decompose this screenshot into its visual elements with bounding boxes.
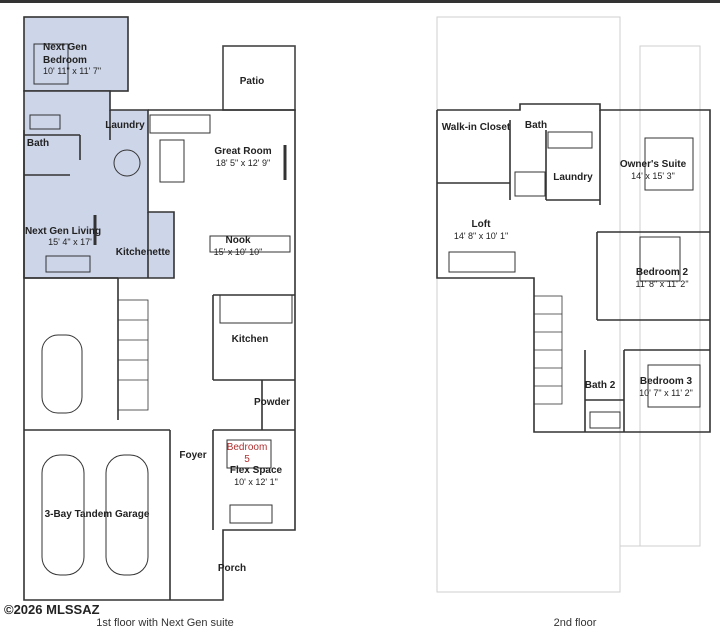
floor-2-outline xyxy=(436,16,701,593)
top-border xyxy=(0,0,720,3)
floor-1-labels: Next Gen Bedroom 10' 11" x 11' 7" Patio … xyxy=(4,42,290,629)
kitchen-label: Kitchen xyxy=(232,334,269,345)
great-room-dims: 18' 5" x 12' 9" xyxy=(216,158,270,168)
main-outline xyxy=(23,109,296,601)
floor-2-caption: 2nd floor xyxy=(554,617,597,629)
floor-2 xyxy=(436,103,711,433)
next-gen-bedroom-dims: 10' 11" x 11' 7" xyxy=(43,66,101,76)
next-gen-living-label: Next Gen Living xyxy=(25,226,101,237)
bedroom2-dims: 11' 8" x 11' 2" xyxy=(635,279,688,289)
patio-label: Patio xyxy=(240,76,264,87)
owners-suite-dims: 14' x 15' 3" xyxy=(631,171,675,181)
garage-label: 3-Bay Tandem Garage xyxy=(45,509,150,520)
bedroom5-label-2: 5 xyxy=(244,454,250,465)
next-gen-bedroom-label-1: Next Gen xyxy=(43,42,87,53)
next-gen-bedroom-area xyxy=(23,16,129,92)
laundry-label-f2: Laundry xyxy=(553,172,593,183)
bath-label-f1: Bath xyxy=(27,138,49,149)
floor-1-caption: 1st floor with Next Gen suite xyxy=(96,617,234,629)
bedroom5-label-1: Bedroom xyxy=(227,442,268,453)
loft-dims: 14' 8" x 10' 1" xyxy=(454,231,508,241)
watermark: ©2026 MLSSAZ xyxy=(4,602,100,617)
bath2-label: Bath 2 xyxy=(585,380,616,391)
porch-label: Porch xyxy=(218,563,246,574)
next-gen-bedroom-label-2: Bedroom xyxy=(43,55,87,66)
laundry-label-f1: Laundry xyxy=(105,120,145,131)
flex-space-dims: 10' x 12' 1" xyxy=(234,477,278,487)
kitchenette-label: Kitchenette xyxy=(116,247,171,258)
powder-label: Powder xyxy=(254,397,290,408)
great-room-label: Great Room xyxy=(214,146,271,157)
bath-label-f2: Bath xyxy=(525,120,547,131)
bedroom2-label: Bedroom 2 xyxy=(636,267,689,278)
flex-space-label: Flex Space xyxy=(230,465,283,476)
bedroom3-dims: 10' 7" x 11' 2" xyxy=(639,388,693,398)
nook-label: Nook xyxy=(226,235,251,246)
next-gen-living-dims: 15' 4" x 17' xyxy=(48,237,92,247)
walk-in-closet-label: Walk-in Closet xyxy=(442,122,511,133)
upper-outline xyxy=(436,103,711,433)
floor-2-labels: Walk-in Closet Bath Owner's Suite 14' x … xyxy=(442,120,693,629)
bedroom3-label: Bedroom 3 xyxy=(640,376,693,387)
foyer-label: Foyer xyxy=(179,450,206,461)
loft-label: Loft xyxy=(472,219,492,230)
floor-1 xyxy=(23,16,296,601)
owners-suite-label: Owner's Suite xyxy=(620,159,687,170)
nook-dims: 15' x 10' 10" xyxy=(214,247,263,257)
